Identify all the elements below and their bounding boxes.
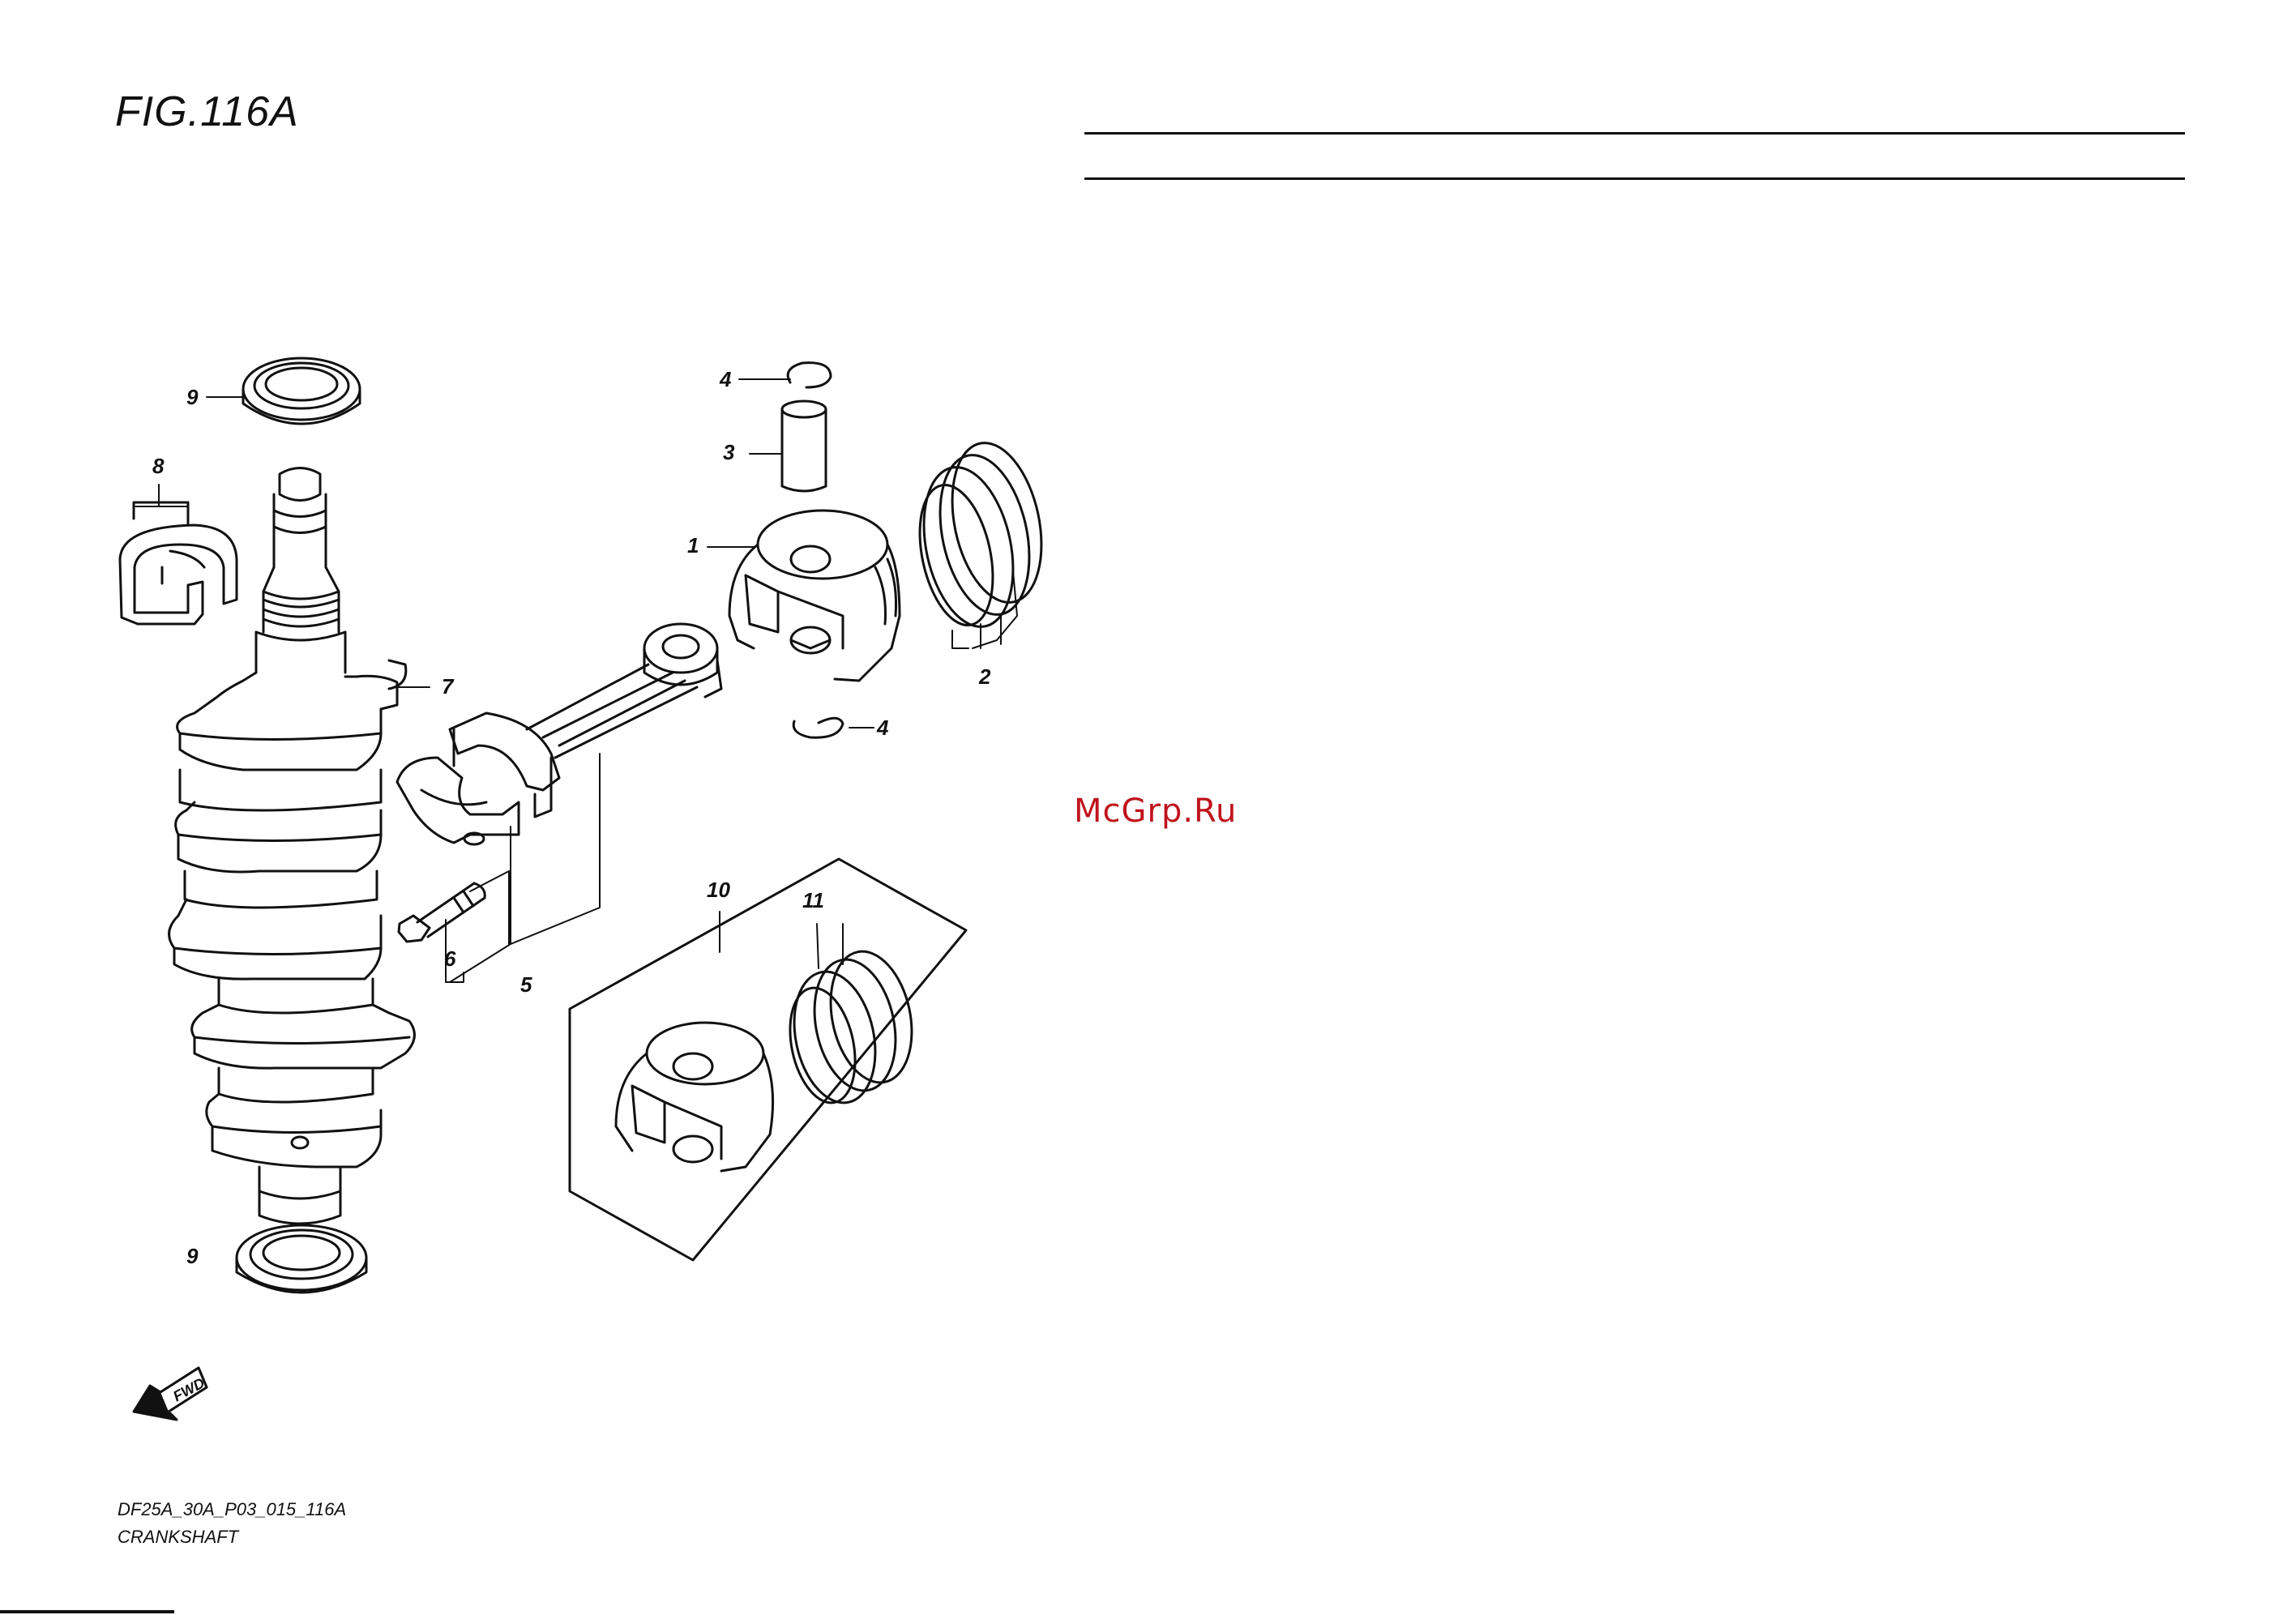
figure-code: DF25A_30A_P03_015_116A: [118, 1499, 346, 1520]
part-3-piston-pin: [782, 401, 826, 491]
callout-11: 11: [802, 890, 824, 911]
callout-9-top: 9: [186, 387, 198, 408]
part-4-circlip-top: [788, 363, 831, 387]
part-1-piston: [729, 511, 900, 681]
part-11-piston-rings: [780, 944, 923, 1110]
callout-8: 8: [152, 455, 164, 476]
callout-3: 3: [723, 442, 734, 463]
leader-lines: [134, 379, 1017, 982]
part-9-oil-seal-bottom: [237, 1225, 366, 1292]
callout-4-top: 4: [720, 369, 731, 390]
callout-9-bottom: 9: [186, 1245, 198, 1267]
callout-5: 5: [520, 974, 532, 995]
part-8-bearing: [120, 502, 237, 624]
fwd-arrow-icon: FWD: [134, 1368, 207, 1420]
callout-6: 6: [444, 948, 455, 969]
callout-4-bottom: 4: [877, 717, 888, 738]
footer-rule: [0, 1610, 174, 1613]
callout-10: 10: [707, 879, 730, 900]
callout-2: 2: [979, 666, 990, 687]
callout-7: 7: [442, 676, 453, 697]
part-7-crankshaft: [169, 468, 415, 1224]
part-2-piston-rings: [909, 434, 1055, 634]
part-6-bolt: [399, 883, 485, 942]
figure-name: CRANKSHAFT: [118, 1527, 238, 1548]
part-9-oil-seal-top: [243, 358, 360, 424]
callout-1: 1: [687, 535, 699, 556]
part-5-connecting-rod: [397, 624, 721, 844]
part-4-circlip-bottom: [793, 718, 843, 737]
